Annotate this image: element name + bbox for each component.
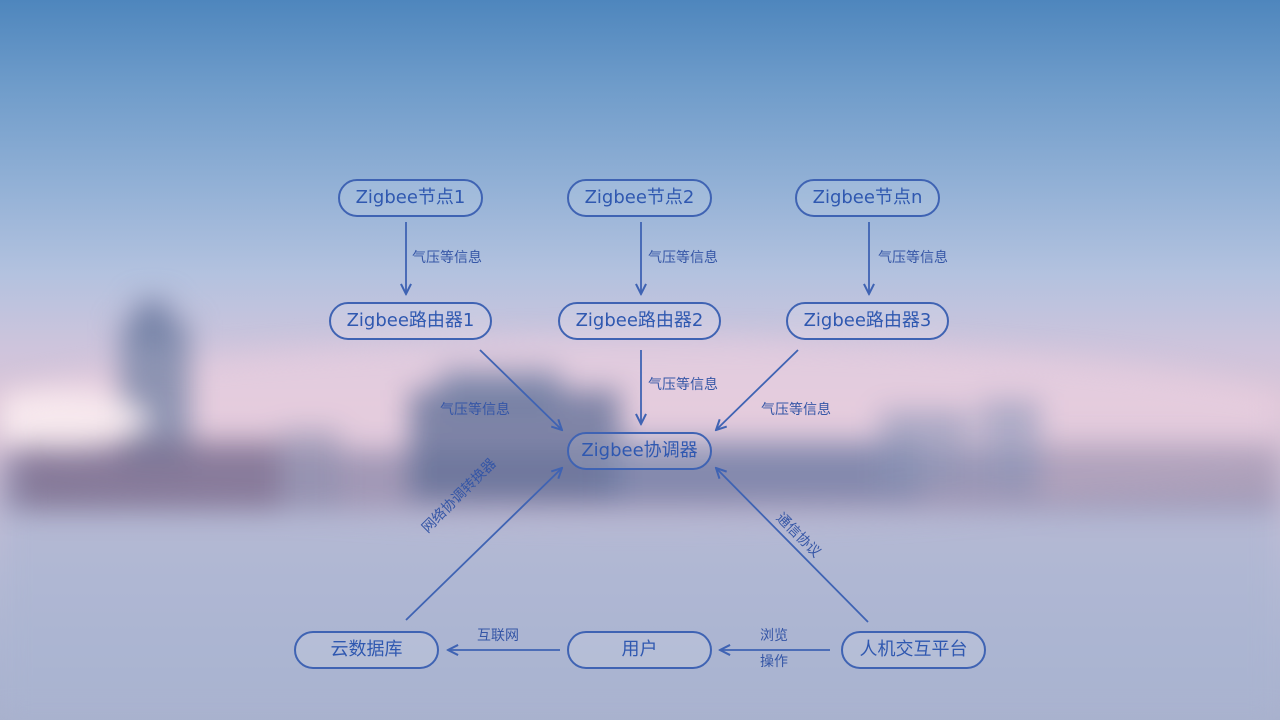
label-user-platform-operate: 操作	[760, 654, 788, 670]
label-noden-router3: 气压等信息	[878, 250, 948, 266]
label-router1-coordinator: 气压等信息	[440, 402, 510, 418]
node-router-2: Zigbee路由器2	[558, 302, 721, 340]
label-router3-coordinator: 气压等信息	[761, 402, 831, 418]
label-user-platform-browse: 浏览	[760, 628, 788, 644]
label-router2-coordinator: 气压等信息	[648, 377, 718, 393]
node-coordinator: Zigbee协调器	[567, 432, 712, 470]
edge-coordinator-cloud	[405, 468, 562, 621]
node-zigbee-2: Zigbee节点2	[567, 179, 712, 217]
label-user-cloud: 互联网	[477, 628, 519, 644]
node-zigbee-1: Zigbee节点1	[338, 179, 483, 217]
edge-router1-coordinator	[479, 349, 562, 430]
edge-platform-coordinator	[716, 468, 869, 623]
node-hmi-platform: 人机交互平台	[841, 631, 986, 669]
edge-router3-coordinator	[716, 349, 799, 430]
node-zigbee-n: Zigbee节点n	[795, 179, 940, 217]
node-cloud-database: 云数据库	[294, 631, 439, 669]
node-router-3: Zigbee路由器3	[786, 302, 949, 340]
node-router-1: Zigbee路由器1	[329, 302, 492, 340]
label-node2-router2: 气压等信息	[648, 250, 718, 266]
label-node1-router1: 气压等信息	[412, 250, 482, 266]
node-user: 用户	[567, 631, 712, 669]
